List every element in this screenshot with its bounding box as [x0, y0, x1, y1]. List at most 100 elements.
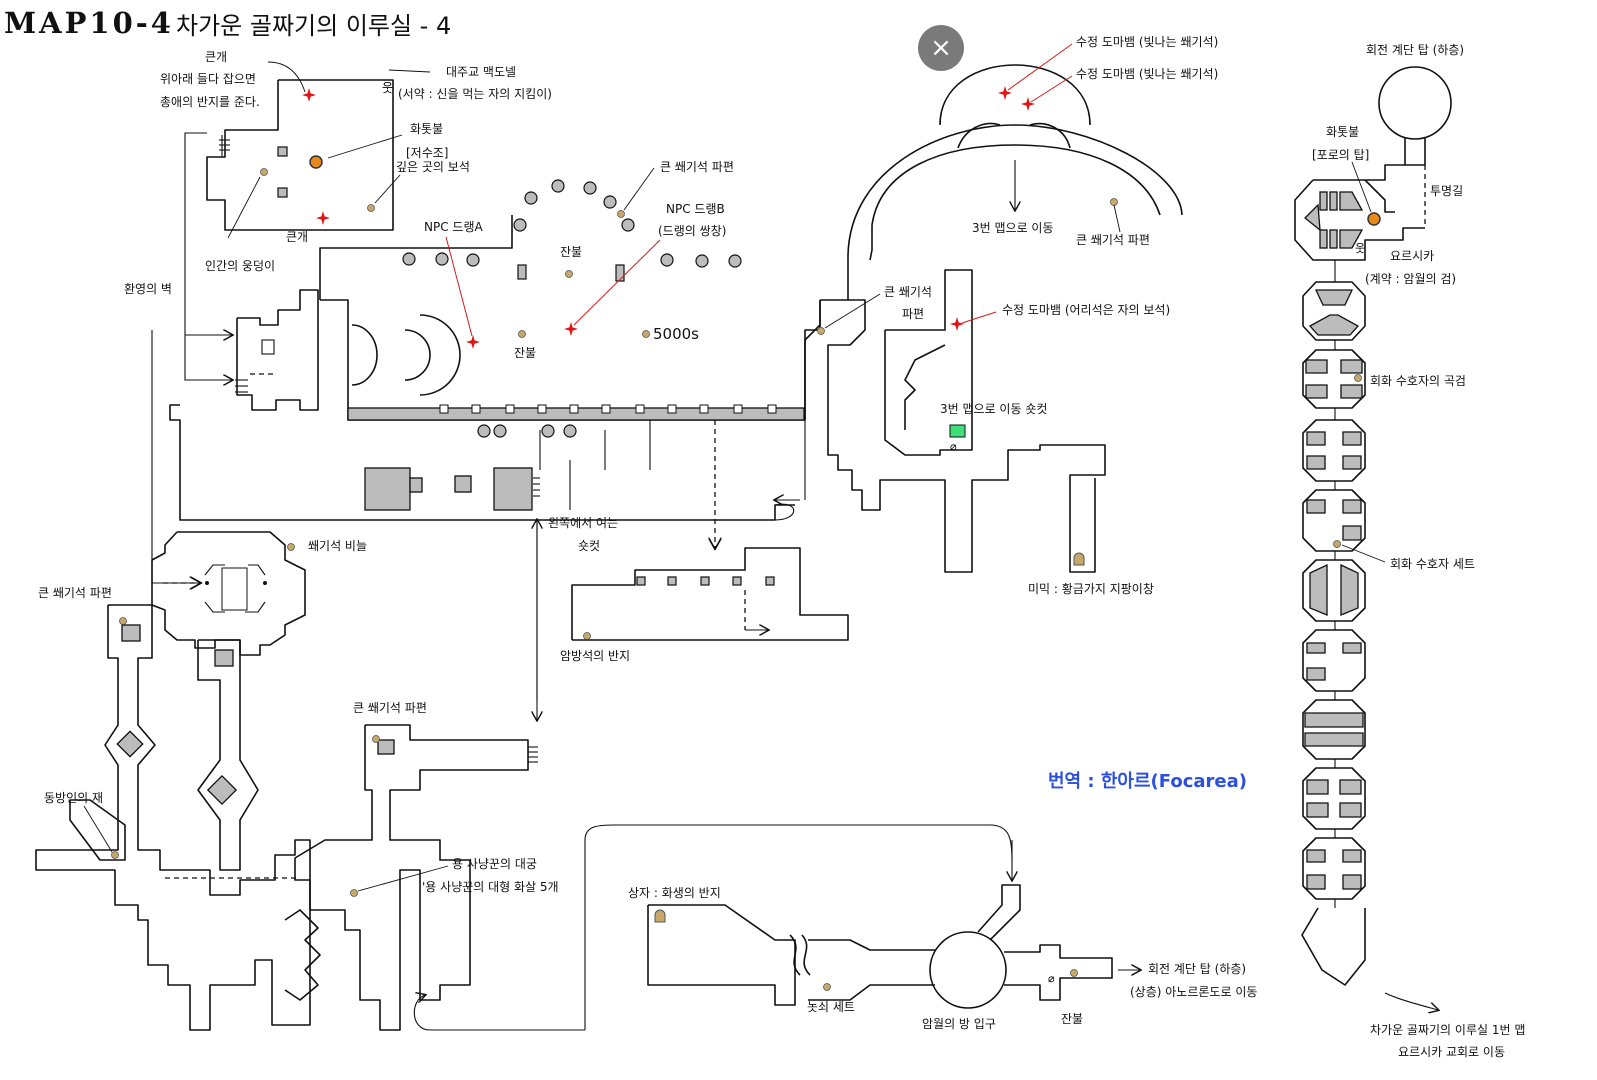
ember-item-3 [1070, 969, 1078, 977]
label-big-dog-2: 큰개 [286, 230, 308, 244]
label-deep-gem: 깊은 곳의 보석 [396, 160, 470, 174]
label-npc-b: NPC 드랭B [666, 202, 725, 216]
brass-set-item [823, 983, 831, 991]
label-crystal-lizard-1: 수정 도마뱀 (빛나는 쐐기석) [1076, 35, 1218, 49]
label-to-anor: (상층) 아노르론도로 이동 [1130, 985, 1257, 999]
darkstone-ring-room [571, 547, 849, 641]
crystal-lizard-marker-2 [1021, 97, 1035, 111]
label-large-shard: 큰 쐐기석 파편 [660, 160, 734, 174]
big-dog-marker-2 [316, 211, 330, 225]
label-npc-a: NPC 드랭A [424, 220, 483, 234]
map-title-code: MAP10-4 [4, 6, 174, 40]
label-large-shard-3: 큰 쐐기석 [884, 285, 932, 299]
label-to-tower: 회전 계단 탑 (하층) [1148, 962, 1246, 976]
label-large-shard-5: 큰 쐐기석 파편 [353, 701, 427, 715]
label-yorshka-oath: (계약 : 암월의 검) [1365, 271, 1456, 286]
right-corridor [804, 269, 1106, 573]
label-mcdonnell: 대주교 맥도넬 [446, 65, 516, 79]
map-title-name: 차가운 골짜기의 이루실 - 4 [176, 12, 451, 40]
label-large-shard-4: 큰 쐐기석 파편 [38, 586, 112, 600]
label-painting-set: 회화 수호자 세트 [1390, 557, 1475, 571]
label-large-shard-2: 큰 쐐기석 파편 [1076, 233, 1150, 247]
label-illusory-wall: 환영의 벽 [124, 282, 172, 296]
ember-item-2 [518, 330, 526, 338]
yorshka-figure-icon: 웃 [1355, 242, 1365, 255]
label-tower-title: 회전 계단 탑 (하층) [1366, 43, 1464, 57]
large-shard-item-3 [817, 327, 825, 335]
bonfire-sword-icon: ⌀ [950, 440, 957, 453]
left-stair-room [235, 289, 319, 411]
label-shortcut-map3: 3번 맵으로 이동 숏컷 [940, 402, 1047, 416]
human-puddle-item [260, 168, 268, 176]
label-darkmoon-entrance: 암월의 방 입구 [922, 1017, 996, 1031]
tunnel-diamond-2 [206, 774, 238, 806]
label-bonfire: 화톳불 [410, 122, 443, 136]
label-crystal-lizard-2: 수정 도마뱀 (빛나는 쐐기석) [1076, 67, 1218, 81]
large-shard-item-4 [119, 617, 127, 625]
npc-drang-b-marker [564, 322, 578, 336]
label-crystal-lizard-3: 수정 도마뱀 (어리석은 자의 보석) [1002, 303, 1170, 317]
darkstone-ring-item [583, 632, 591, 640]
shortcut-marker-icon [949, 424, 966, 438]
label-human-puddle: 인간의 웅덩이 [205, 259, 275, 273]
label-to-map1-a: 차가운 골짜기의 이루실 1번 맵 [1370, 1023, 1525, 1037]
eastern-ash-item [111, 851, 119, 859]
titanite-scale-item [287, 543, 295, 551]
label-large-shard-3b: 파편 [902, 307, 924, 321]
ember-item [565, 270, 573, 278]
label-yorshka: 요르시카 [1390, 249, 1434, 263]
label-eastern-ash: 동방인의 재 [44, 791, 103, 805]
lower-left-tunnels [35, 604, 311, 1031]
label-big-dog-desc2: 총애의 반지를 준다. [160, 95, 260, 109]
label-ember-2: 잔불 [514, 346, 536, 360]
deep-gem-item [367, 204, 375, 212]
painting-sword-item [1354, 374, 1362, 382]
label-souls: 5000s [653, 325, 699, 343]
close-icon[interactable]: × [918, 25, 964, 71]
mimic-chest-icon [1073, 552, 1085, 566]
label-mimic: 미믹 : 황금가지 지팡이창 [1028, 582, 1154, 596]
large-shard-item [617, 210, 625, 218]
label-ember: 잔불 [560, 245, 582, 259]
tunnel-block-2 [214, 649, 234, 667]
label-reservoir: [저수조] [406, 146, 448, 160]
large-shard-item-2 [1110, 198, 1118, 206]
label-greatbow-arrows: '용 사냥꾼의 대형 화살 5개 [422, 880, 559, 894]
tower-bonfire-icon [1367, 212, 1381, 226]
painting-set-item [1333, 540, 1341, 548]
bonfire-sword-icon-2: ⌀ [1048, 972, 1055, 985]
tunnel-diamond [116, 730, 144, 758]
label-prisoner-tower: [포로의 탑] [1312, 148, 1369, 162]
label-big-dog-desc1: 위아래 들다 잡으면 [160, 72, 256, 86]
label-chest-ring: 상자 : 화생의 반지 [628, 886, 721, 900]
hall-pillars [402, 179, 777, 438]
label-painting-sword: 회화 수호자의 곡검 [1370, 374, 1466, 388]
label-mcdonnell-oath: (서약 : 신을 먹는 자의 지킴이) [398, 86, 552, 101]
npc-figure-icon: 웃 [382, 81, 393, 95]
label-ember-3: 잔불 [1061, 1012, 1083, 1026]
npc-drang-a-marker [466, 335, 480, 349]
spiral-tower [1294, 66, 1452, 986]
large-shard-item-5 [372, 735, 380, 743]
reservoir-room [206, 79, 394, 231]
titanite-scale-room [151, 531, 306, 656]
label-left-shortcut-1: 왼쪽에서 여는 [548, 516, 618, 530]
credit-text: 번역 : 한아르(Focarea) [1048, 771, 1247, 792]
label-drang-spear: (드랭의 쌍창) [658, 224, 726, 238]
chest-icon [654, 909, 666, 923]
tunnel-block [121, 624, 141, 642]
label-invisible-path: 투명길 [1430, 184, 1463, 198]
label-greatbow: 용 사냥꾼의 대궁 [452, 857, 537, 871]
label-brass-set: 놋쇠 세트 [807, 1000, 855, 1014]
souls-item [642, 330, 650, 338]
label-big-dog: 큰개 [205, 50, 227, 64]
crystal-lizard-marker-3 [950, 317, 964, 331]
label-left-shortcut-2: 숏컷 [578, 539, 600, 553]
label-titanite-scale: 쐐기석 비늘 [308, 539, 367, 553]
dragonslayer-room [284, 724, 538, 1031]
label-to-map1-b: 요르시카 교회로 이동 [1398, 1045, 1505, 1059]
darkmoon-area [647, 884, 1113, 1009]
greatbow-item [350, 889, 358, 897]
lower-corridor [169, 404, 806, 521]
